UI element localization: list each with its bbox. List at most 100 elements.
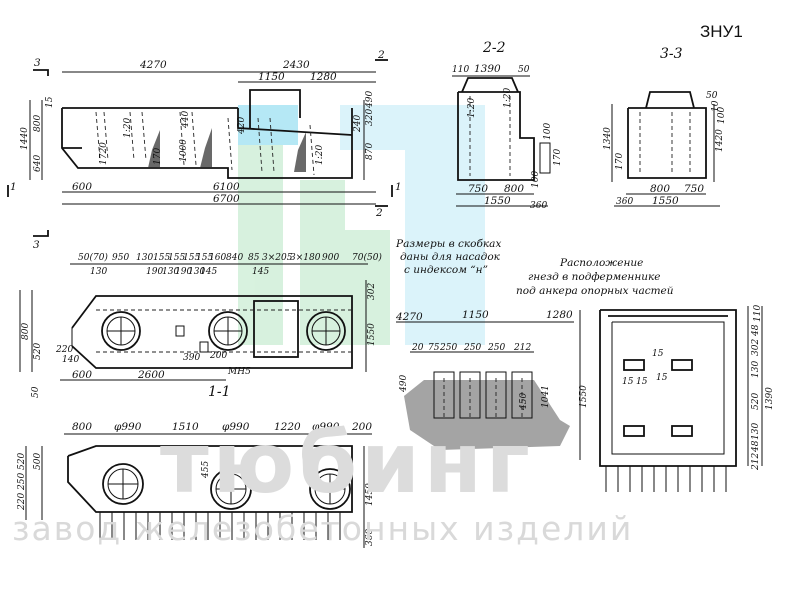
plan-d14: 70(50)	[352, 252, 382, 263]
section-title-2-2: 2-2	[482, 40, 506, 56]
section-2-2: 2-2 110 1390 50 1:20 1:20 100 170 100 75…	[452, 40, 563, 211]
dim-1000: 1000	[179, 139, 189, 162]
s33-dim-1340: 1340	[603, 127, 613, 150]
bp-left-500: 500	[33, 453, 43, 470]
s22-dim-750: 750	[468, 183, 488, 195]
sheet-code: ЗНУ1	[700, 22, 743, 41]
s11-dim-50: 50	[31, 386, 41, 398]
s11-dim-450: 450	[519, 393, 529, 411]
plan-left-520: 520	[33, 343, 43, 360]
socket-dim-48b: 48	[751, 440, 761, 453]
socket-15a: 15	[652, 349, 664, 359]
plan-d12: 3×180	[290, 253, 321, 263]
bp-dim-phi990c: φ990	[312, 421, 340, 433]
dim-600: 600	[72, 181, 92, 193]
elevation-view: 3 3 2 2 1 1 4270 2430 1150 1280	[7, 49, 402, 251]
plan-d7: 155	[196, 253, 213, 263]
s22-slope-a: 1:20	[467, 98, 477, 118]
s33-dim-50: 50	[706, 91, 718, 101]
s22-dim-170: 170	[553, 149, 563, 166]
note-brackets-line1: Размеры в скобках	[395, 238, 501, 250]
dim-240: 240	[353, 115, 363, 133]
plan-left-800: 800	[21, 323, 31, 340]
note-sockets-line2: гнезд в подферменнике	[528, 271, 661, 283]
plan-b-200: 200	[209, 351, 227, 361]
note-sockets-line3: под анкера опорных частей	[516, 285, 674, 297]
s22-dim-50: 50	[518, 65, 530, 75]
socket-dim-212: 212	[751, 453, 761, 471]
s11-dim-4270: 4270	[395, 311, 423, 323]
plan-d4: 155	[153, 253, 170, 263]
dim-1280: 1280	[310, 71, 337, 83]
section-mark-2-bottom: 2	[375, 207, 383, 219]
dim-320: 320	[365, 109, 375, 126]
socket-dim-520: 520	[751, 393, 761, 410]
plan-right-302: 302	[367, 283, 377, 300]
plan-d11: 3×205	[262, 253, 293, 263]
section-3-3: 3-3 50 10 1340 1420 170 100 800 750 1550…	[603, 46, 727, 207]
s11-dim-490: 490	[399, 375, 409, 393]
s22-dim-800: 800	[504, 183, 524, 195]
bp-left-220: 220	[17, 493, 27, 511]
dim-490: 490	[365, 91, 375, 109]
section-mark-3-top: 3	[34, 57, 41, 69]
dim-6100: 6100	[213, 181, 240, 193]
dim-800: 800	[33, 115, 43, 132]
bp-dim-200: 200	[351, 421, 372, 433]
dim-170: 170	[153, 148, 163, 165]
s22-dim-100: 100	[543, 123, 553, 140]
note-brackets-line2: даны для насадок	[400, 251, 501, 263]
socket-dim-130a: 130	[751, 361, 761, 378]
plan-anchor: МН5	[227, 367, 251, 377]
dim-1440: 1440	[20, 127, 30, 150]
plan-r7: 145	[252, 267, 269, 277]
dim-15: 15	[45, 96, 55, 108]
dim-420: 420	[237, 117, 247, 135]
s22-dim-1550: 1550	[484, 195, 511, 207]
plan-r4: 190	[175, 267, 192, 277]
plan-r3: 130	[162, 267, 179, 277]
brand-name: тюбинг	[160, 414, 534, 512]
tubing-logo-icon	[238, 105, 485, 345]
plan-d13: 900	[322, 253, 339, 263]
s11-dim-20: 20	[411, 343, 424, 353]
s11-dim-250b: 250	[463, 343, 481, 353]
plan-r5: 130	[188, 267, 205, 277]
s11-dim-250c: 250	[487, 343, 505, 353]
s11-dim-1280: 1280	[546, 309, 573, 321]
s33-dim-170: 170	[615, 153, 625, 170]
s22-dim-360: 360	[530, 201, 547, 211]
s22-slope-b: 1:20	[503, 88, 513, 108]
dim-640: 640	[33, 155, 43, 172]
bp-left-520: 520	[17, 453, 27, 470]
dim-440: 440	[181, 111, 191, 129]
s11-dim-1550: 1550	[579, 385, 589, 408]
socket-dim-48: 48	[751, 324, 761, 337]
plan-r2: 190	[146, 267, 163, 277]
bp-dim-1510: 1510	[172, 421, 199, 433]
s22-dim-1390: 1390	[474, 63, 501, 75]
section-mark-3-bottom: 3	[33, 239, 40, 251]
notes: Размеры в скобках даны для насадок с инд…	[395, 238, 674, 297]
bp-dim-phi990b: φ990	[222, 421, 250, 433]
section-title-1-1: 1-1	[208, 384, 231, 400]
plan-b-600: 600	[72, 369, 92, 381]
socket-layout: 15 15 15 15 110 48 302 130 520 130 48 21…	[599, 305, 775, 492]
bp-dim-1220: 1220	[274, 421, 301, 433]
s11-dim-1150: 1150	[462, 309, 489, 321]
slope-1-20-b: 1:20	[315, 145, 325, 165]
slope-1-20-a: 1:20	[123, 118, 133, 138]
brand-tagline: завод железобетонных изделий	[12, 509, 633, 548]
socket-dim-130b: 130	[751, 423, 761, 440]
s33-dim-750: 750	[684, 183, 704, 195]
plan-left-390: 390	[183, 353, 200, 363]
plan-d9: 840	[226, 253, 243, 263]
plan-d3: 130	[136, 253, 153, 263]
plan-left-140: 140	[62, 355, 79, 365]
s11-dim-75: 75	[428, 343, 440, 353]
dim-2430: 2430	[282, 59, 310, 71]
bp-dim-800: 800	[72, 421, 92, 433]
dim-1720: 1720	[99, 142, 109, 165]
socket-dim-302: 302	[751, 339, 761, 356]
